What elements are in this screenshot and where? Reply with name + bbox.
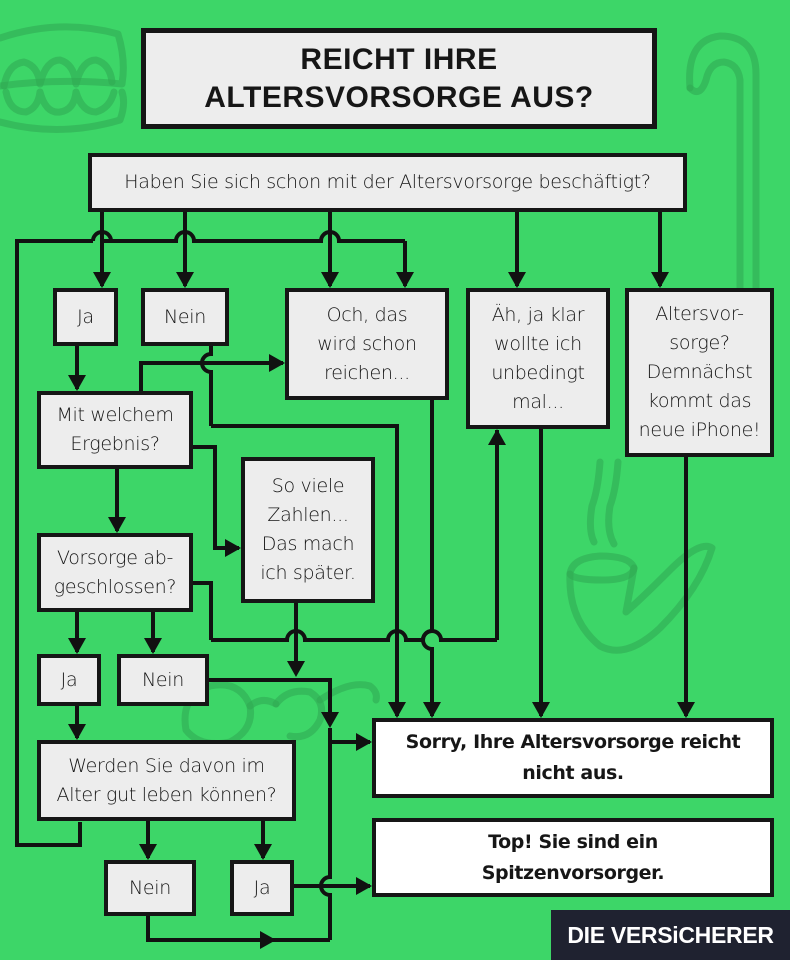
result-sorry: Sorry, Ihre Altersvorsorge reicht nicht … <box>372 718 774 798</box>
nein2-right <box>209 678 332 720</box>
answer-aeh: Äh, ja klar wollte ich unbedingt mal... <box>466 288 610 429</box>
arrowhead-down <box>321 712 339 728</box>
brand-logo: DIE VERSiCHERER <box>551 910 790 960</box>
ergebnis-to-zahlen <box>193 445 239 550</box>
dentures-icon <box>0 23 128 133</box>
answer-iphone: Altersvor- sorge? Demnächst kommt das ne… <box>625 288 774 457</box>
arrowhead-right <box>225 539 241 557</box>
answer-och: Och, das wird schon reichen... <box>285 288 449 400</box>
arrowhead-down <box>144 638 162 654</box>
och-to-sorry <box>421 400 434 716</box>
arrowhead-down <box>254 844 272 860</box>
answer-ja: Ja <box>53 288 118 346</box>
nein-to-collector <box>146 916 330 942</box>
arrowhead-down <box>68 724 86 740</box>
arrowhead-down <box>388 702 406 718</box>
pipe-icon <box>566 458 716 654</box>
question-box: Haben Sie sich schon mit der Altersvorso… <box>88 153 687 212</box>
arrowhead-down <box>532 702 550 718</box>
vorsorge-answer-ja: Ja <box>37 654 101 706</box>
leben-question-box: Werden Sie davon im Alter gut leben könn… <box>37 740 296 821</box>
arrowhead-right <box>269 354 285 372</box>
vorsorge-right <box>193 581 213 640</box>
arrowhead-down <box>396 272 414 288</box>
right-collector <box>319 728 332 940</box>
arrowhead-down <box>508 272 526 288</box>
arrowhead-down <box>321 272 339 288</box>
result-top: Top! Sie sind ein Spitzenvorsorger. <box>372 818 774 897</box>
arrowhead-down <box>651 272 669 288</box>
arrowhead-down <box>423 702 441 718</box>
vorsorge-answer-nein: Nein <box>117 654 209 706</box>
ergebnis-question-box: Mit welchem Ergebnis? <box>37 391 193 469</box>
arrowhead-down <box>139 844 157 860</box>
arrowhead-right <box>260 931 276 949</box>
arrowhead-up <box>488 429 506 445</box>
vorsorge-question-box: Vorsorge ab- geschlossen? <box>37 533 193 612</box>
nein-down <box>200 346 213 426</box>
loop-back-top <box>91 230 405 243</box>
zahlen-box: So viele Zahlen... Das mach ich später. <box>241 457 375 603</box>
arrowhead-right <box>356 733 372 751</box>
arrowhead-right <box>356 877 372 895</box>
leben-answer-ja: Ja <box>230 860 294 916</box>
flowchart-title: REICHT IHRE ALTERSVORSORGE AUS? <box>141 28 657 129</box>
answer-nein: Nein <box>141 288 229 346</box>
loop-back-line <box>15 239 93 847</box>
arrowhead-down <box>93 272 111 288</box>
walking-cane-icon <box>686 32 760 292</box>
arrowhead-down <box>68 638 86 654</box>
arrowhead-down <box>287 661 305 677</box>
arrowhead-down <box>68 375 86 391</box>
arrowhead-down <box>108 517 126 533</box>
leben-answer-nein: Nein <box>104 860 196 916</box>
vorsorge-to-aeh <box>211 629 497 642</box>
arrowhead-down <box>176 272 194 288</box>
nein-to-sorry <box>211 424 399 716</box>
ergebnis-to-och <box>139 361 283 391</box>
arrowhead-down <box>677 702 695 718</box>
